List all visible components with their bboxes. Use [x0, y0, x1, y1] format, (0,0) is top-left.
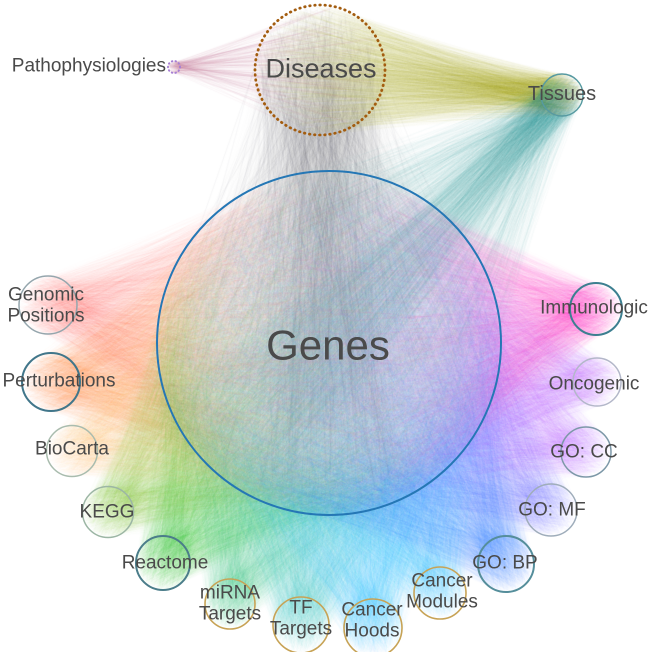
node-cancer_modules-circle[interactable]	[413, 566, 467, 620]
node-pathophysiologies-circle[interactable]	[167, 60, 181, 74]
node-go_bp-circle[interactable]	[477, 535, 535, 593]
node-diseases-circle[interactable]	[253, 3, 387, 137]
node-mirna_targets-circle[interactable]	[204, 578, 256, 630]
node-genomic_positions-circle[interactable]	[18, 275, 78, 335]
node-perturbations-circle[interactable]	[21, 352, 81, 412]
node-immunologic-circle[interactable]	[569, 282, 623, 336]
node-cancer_hoods-circle[interactable]	[343, 598, 403, 652]
node-go_cc-circle[interactable]	[560, 426, 612, 478]
node-biocarta-circle[interactable]	[45, 424, 99, 478]
node-oncogenic-circle[interactable]	[572, 357, 622, 407]
node-genes-circle[interactable]	[156, 170, 502, 516]
node-go_mf-circle[interactable]	[524, 483, 578, 537]
node-reactome-circle[interactable]	[135, 535, 191, 591]
node-tf_targets-circle[interactable]	[272, 596, 330, 652]
node-tissues-circle[interactable]	[540, 73, 584, 117]
node-kegg-circle[interactable]	[81, 485, 135, 539]
